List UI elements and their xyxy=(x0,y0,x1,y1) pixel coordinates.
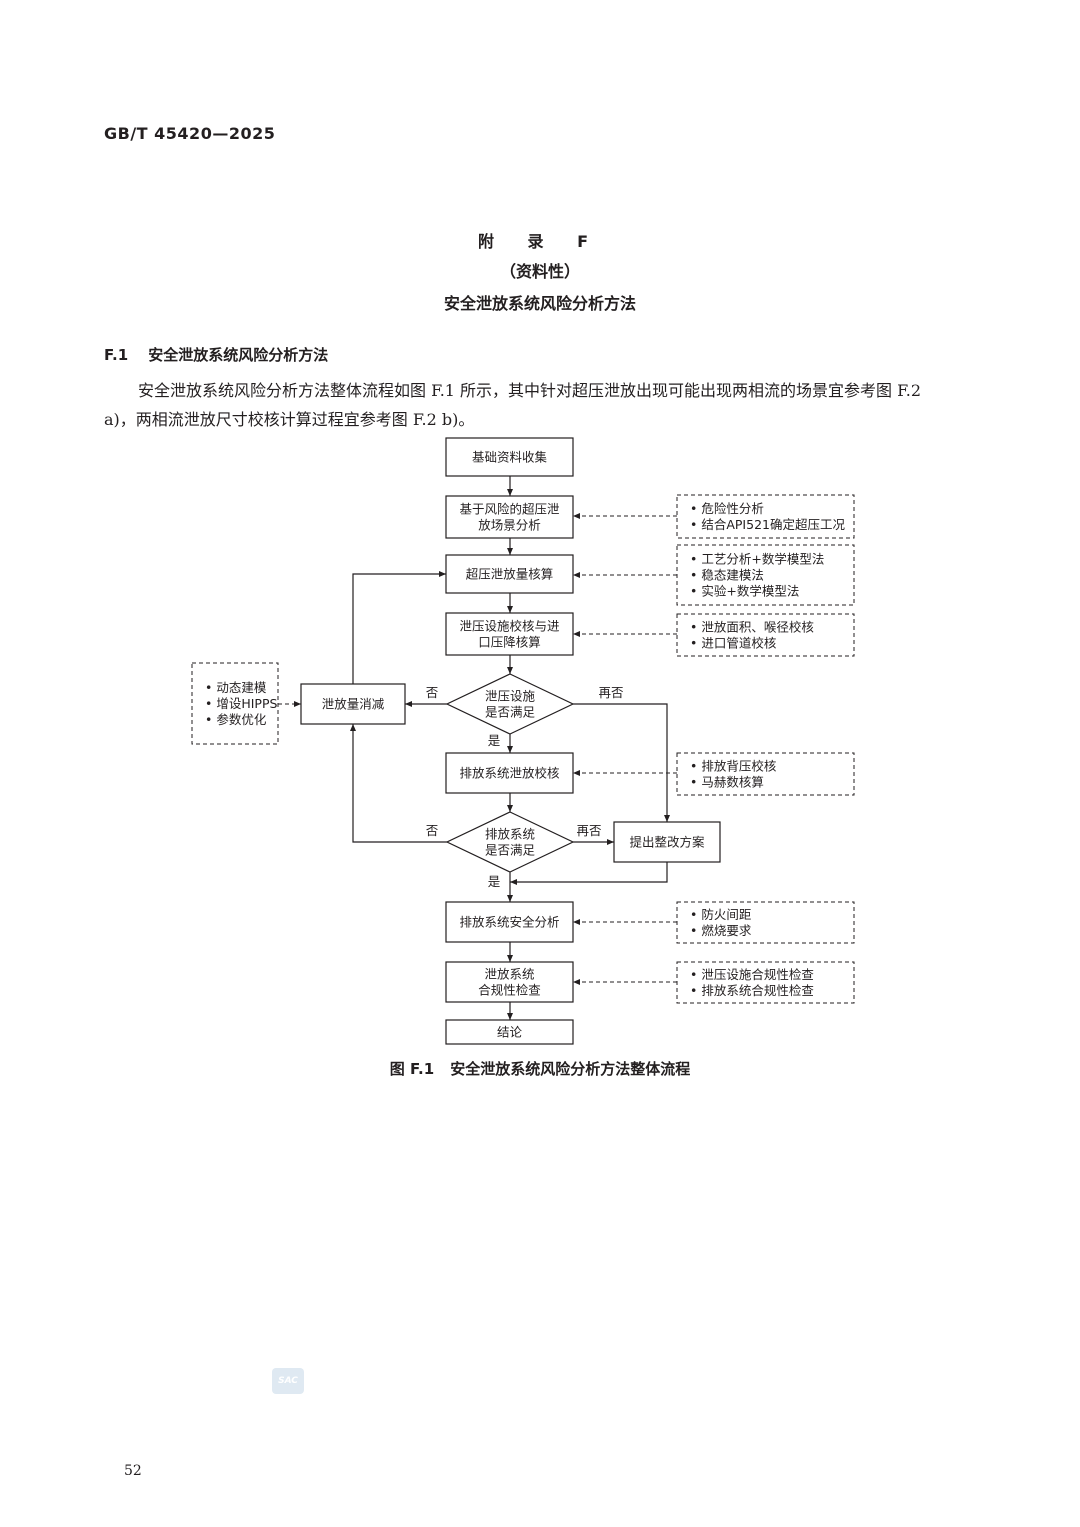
step-basic-data-collection xyxy=(445,437,574,477)
step-disposal-safety-analysis-label: 排放系统安全分析 xyxy=(459,915,559,930)
flow-arrow xyxy=(350,724,447,843)
step-compliance-check xyxy=(445,961,574,1003)
flow-texts: 基础资料收集基于风险的超压泄放场景分析超压泄放量核算泄压设施校核与进口压降核算泄… xyxy=(205,450,845,1040)
step-conclusion xyxy=(445,1019,574,1045)
note-scenario-methods xyxy=(676,494,855,539)
step-relief-load-calculation-label: 超压泄放量核算 xyxy=(466,567,554,582)
section-heading: F.1 安全泄放系统风险分析方法 xyxy=(104,344,328,365)
note-safety-items xyxy=(676,901,855,944)
note-safety-items-text: • 防火间距• 燃烧要求 xyxy=(690,907,752,938)
page-number: 52 xyxy=(124,1463,142,1479)
note-reduction-measures-text: • 动态建模• 增设HIPPS• 参数优化 xyxy=(205,680,278,727)
step-compliance-check-label: 泄放系统合规性检查 xyxy=(478,967,541,998)
flow-arrow xyxy=(573,703,670,822)
note-load-methods-text: • 工艺分析+数学模型法• 稳态建模法• 实验+数学模型法 xyxy=(690,552,824,599)
step-rectification-plan-label: 提出整改方案 xyxy=(629,835,705,850)
note-scenario-methods-text: • 危险性分析• 结合API521确定超压工况 xyxy=(690,501,845,532)
edge-label-again-no-2: 再否 xyxy=(576,823,601,838)
flow-connectors xyxy=(350,476,670,1020)
edge-label-yes-2: 是 xyxy=(488,874,501,889)
edge-label-no-1: 否 xyxy=(426,685,439,700)
step-disposal-system-check-label: 排放系统泄放校核 xyxy=(459,766,560,781)
step-relief-load-reduction xyxy=(300,683,406,725)
step-relief-load-reduction-label: 泄放量消减 xyxy=(322,697,385,712)
sac-watermark-logo: SAC xyxy=(272,1368,304,1394)
flow-arrow xyxy=(510,862,668,885)
decision-relief-device-ok xyxy=(445,673,575,735)
section-title: 安全泄放系统风险分析方法 xyxy=(148,346,329,364)
figure-caption: 图 F.1 安全泄放系统风险分析方法整体流程 xyxy=(0,1058,1080,1079)
section-paragraph: 安全泄放系统风险分析方法整体流程如图 F.1 所示，其中针对超压泄放出现可能出现… xyxy=(104,381,922,429)
flow-shapes xyxy=(191,437,855,1045)
step-relief-device-check xyxy=(445,612,574,656)
step-relief-device-check-label: 泄压设施校核与进口压降核算 xyxy=(459,619,560,650)
annex-type: （资料性） xyxy=(499,262,580,281)
figure-caption-text: 安全泄放系统风险分析方法整体流程 xyxy=(450,1060,691,1078)
note-connectors xyxy=(278,513,677,985)
decision-disposal-system-ok xyxy=(445,811,575,873)
decision-disposal-system-ok-label: 排放系统是否满足 xyxy=(485,827,536,858)
note-reduction-measures xyxy=(191,662,279,745)
step-conclusion-label: 结论 xyxy=(497,1025,523,1040)
step-overpressure-scenario-analysis-label: 基于风险的超压泄放场景分析 xyxy=(459,502,560,533)
step-disposal-system-check xyxy=(445,752,574,794)
flow-arrow xyxy=(352,571,446,684)
note-compliance-items xyxy=(676,961,855,1004)
standard-code: GB/T 45420—2025 xyxy=(104,124,276,143)
note-load-methods xyxy=(676,544,855,606)
step-relief-load-calculation xyxy=(445,554,574,594)
note-compliance-items-text: • 泄压设施合规性检查• 排放系统合规性检查 xyxy=(690,967,814,998)
note-device-checks-text: • 泄放面积、喉径校核• 进口管道校核 xyxy=(690,620,814,651)
annex-title: 附 录 F xyxy=(477,232,603,251)
step-overpressure-scenario-analysis xyxy=(445,495,574,539)
section-number: F.1 xyxy=(104,346,129,364)
edge-label-yes-1: 是 xyxy=(488,733,501,748)
note-device-checks xyxy=(676,613,855,657)
decision-relief-device-ok-label: 泄压设施是否满足 xyxy=(485,689,536,720)
edge-label-again-no-1: 再否 xyxy=(598,685,623,700)
step-disposal-safety-analysis xyxy=(445,901,574,943)
annex-name: 安全泄放系统风险分析方法 xyxy=(443,294,636,313)
note-disposal-checks-text: • 排放背压校核• 马赫数核算 xyxy=(690,759,777,790)
step-rectification-plan xyxy=(613,821,721,863)
note-disposal-checks xyxy=(676,752,855,796)
edge-label-no-2: 否 xyxy=(426,823,439,838)
step-basic-data-collection-label: 基础资料收集 xyxy=(472,450,548,465)
figure-number: 图 F.1 xyxy=(389,1060,435,1078)
